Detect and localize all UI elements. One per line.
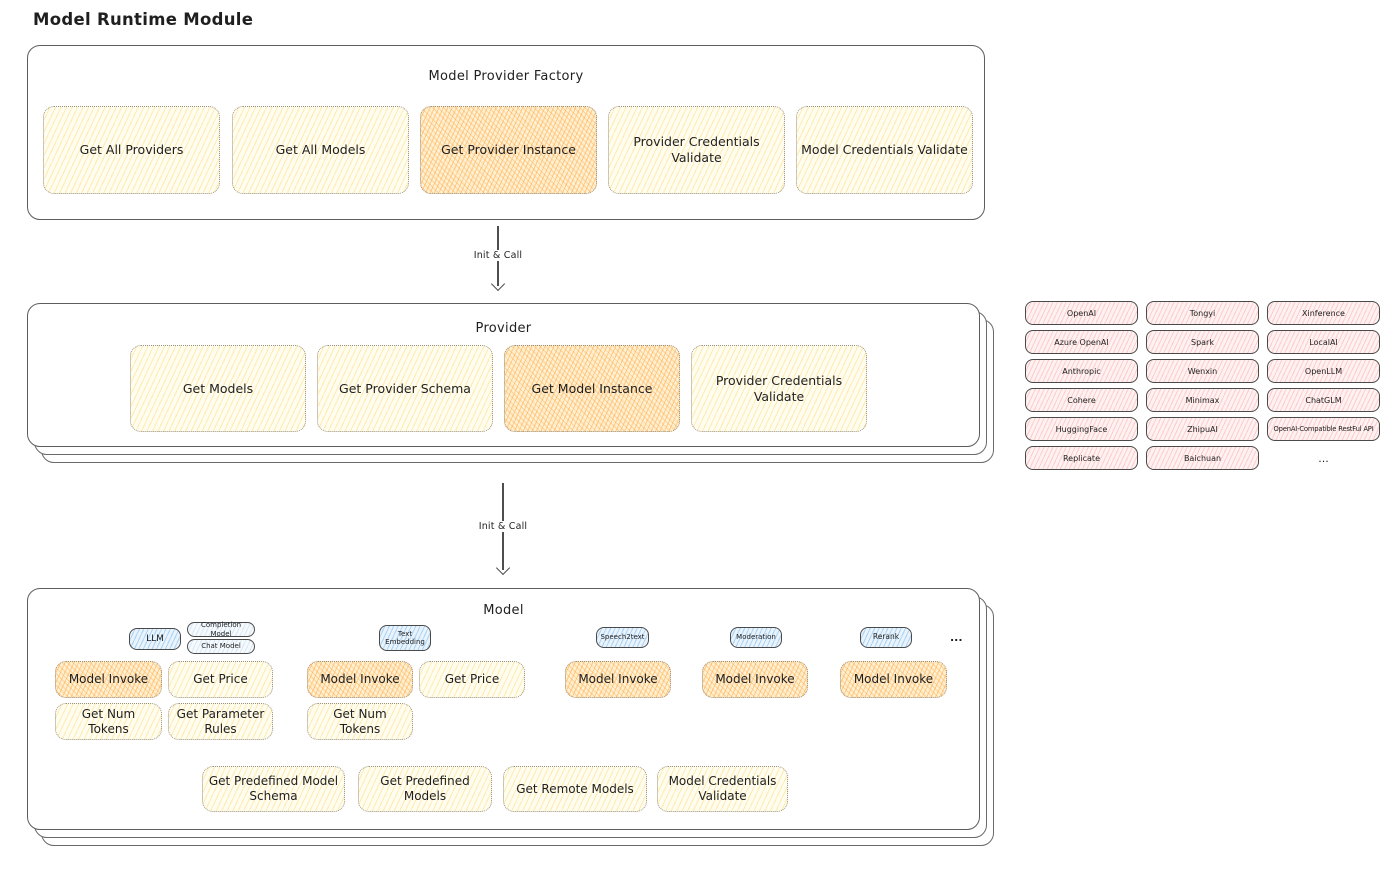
- vendor-xinference: Xinference: [1267, 301, 1380, 325]
- vendor-grid: OpenAI Tongyi Xinference Azure OpenAI Sp…: [1025, 301, 1380, 470]
- provider-title: Provider: [475, 321, 532, 336]
- page-title: Model Runtime Module: [33, 10, 254, 29]
- vendor-huggingface: HuggingFace: [1025, 417, 1138, 441]
- vendor-zhipuai: ZhipuAI: [1146, 417, 1259, 441]
- vendor-openai-compatible-restful-api: OpenAI-Compatible RestFul API: [1267, 417, 1380, 441]
- model-node-model-invoke-speech2text: Model Invoke: [565, 661, 671, 698]
- factory-node-get-all-providers: Get All Providers: [43, 106, 220, 194]
- model-title: Model: [483, 603, 524, 618]
- arrow-1-label: Init & Call: [462, 250, 534, 261]
- model-node-get-price-text-embedding: Get Price: [419, 661, 525, 698]
- model-node-get-num-tokens-llm: Get Num Tokens: [55, 703, 162, 740]
- model-node-model-credentials-validate: Model Credentials Validate: [657, 766, 788, 812]
- provider-node-get-model-instance: Get Model Instance: [504, 345, 680, 432]
- model-tag-moderation: Moderation: [730, 627, 782, 648]
- model-tags-more-ellipsis: ...: [950, 631, 963, 644]
- vendor-chatglm: ChatGLM: [1267, 388, 1380, 412]
- vendor-openai: OpenAI: [1025, 301, 1138, 325]
- model-tag-completion-model: Completion Model: [187, 621, 255, 638]
- model-node-model-invoke-rerank: Model Invoke: [840, 661, 947, 698]
- vendor-baichuan: Baichuan: [1146, 446, 1259, 470]
- model-tag-speech2text: Speech2text: [596, 627, 649, 648]
- vendor-anthropic: Anthropic: [1025, 359, 1138, 383]
- provider-node-provider-credentials-validate: Provider Credentials Validate: [691, 345, 867, 432]
- factory-node-get-all-models: Get All Models: [232, 106, 409, 194]
- vendor-more-ellipsis: ...: [1318, 451, 1329, 465]
- arrow-2-label: Init & Call: [467, 521, 539, 532]
- vendor-replicate: Replicate: [1025, 446, 1138, 470]
- model-node-get-remote-models: Get Remote Models: [503, 766, 647, 812]
- vendor-localai: LocalAI: [1267, 330, 1380, 354]
- model-tag-chat-model: Chat Model: [187, 639, 255, 654]
- model-node-get-price-llm: Get Price: [168, 661, 273, 698]
- model-node-get-predefined-models: Get Predefined Models: [358, 766, 492, 812]
- model-tag-llm: LLM: [129, 628, 181, 650]
- model-tag-text-embedding: Text Embedding: [379, 625, 431, 651]
- factory-title: Model Provider Factory: [428, 69, 584, 84]
- vendor-tongyi: Tongyi: [1146, 301, 1259, 325]
- arrow-down-1-head-icon: [490, 276, 506, 292]
- vendor-azure-openai: Azure OpenAI: [1025, 330, 1138, 354]
- model-node-model-invoke-moderation: Model Invoke: [702, 661, 808, 698]
- model-node-get-predefined-model-schema: Get Predefined Model Schema: [202, 766, 345, 812]
- vendor-openllm: OpenLLM: [1267, 359, 1380, 383]
- vendor-wenxin: Wenxin: [1146, 359, 1259, 383]
- model-node-get-parameter-rules: Get Parameter Rules: [168, 703, 273, 740]
- model-node-model-invoke-text-embedding: Model Invoke: [307, 661, 413, 698]
- provider-node-get-provider-schema: Get Provider Schema: [317, 345, 493, 432]
- model-node-get-num-tokens-text-embedding: Get Num Tokens: [307, 703, 413, 740]
- model-tag-rerank: Rerank: [860, 627, 912, 648]
- vendor-spark: Spark: [1146, 330, 1259, 354]
- vendor-cohere: Cohere: [1025, 388, 1138, 412]
- factory-node-model-credentials-validate: Model Credentials Validate: [796, 106, 973, 194]
- factory-node-get-provider-instance: Get Provider Instance: [420, 106, 597, 194]
- vendor-minimax: Minimax: [1146, 388, 1259, 412]
- provider-node-get-models: Get Models: [130, 345, 306, 432]
- model-node-model-invoke-llm: Model Invoke: [55, 661, 162, 698]
- arrow-down-2-head-icon: [495, 560, 511, 576]
- factory-node-provider-credentials-validate: Provider Credentials Validate: [608, 106, 785, 194]
